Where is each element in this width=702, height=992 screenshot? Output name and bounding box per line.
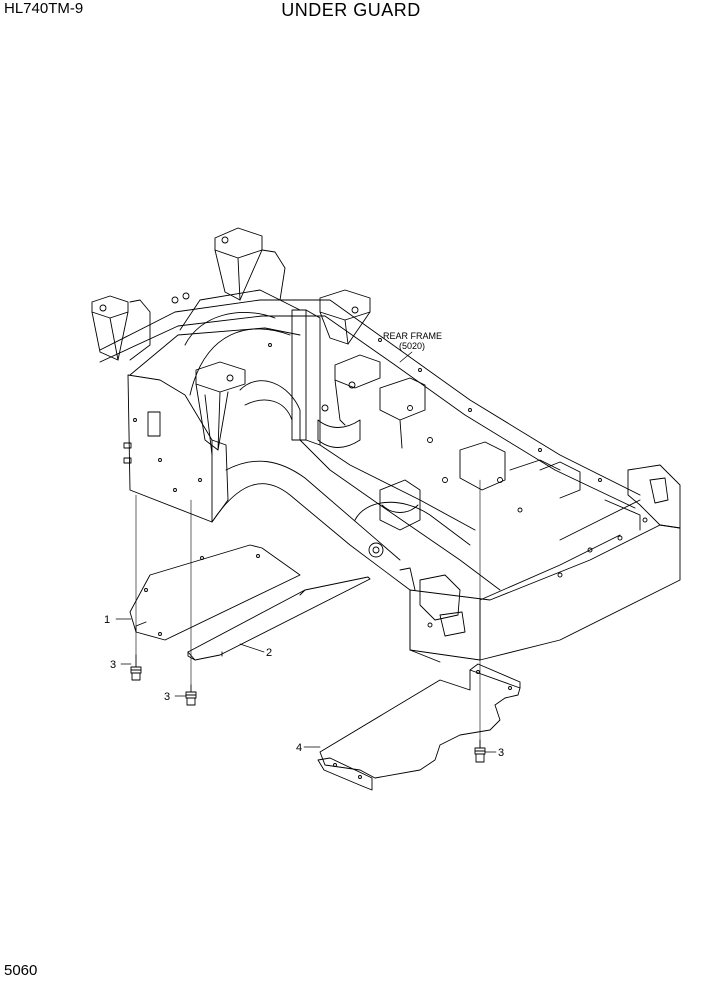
callout-part-4: 4 (296, 742, 302, 754)
part-1-guard-plate (129, 544, 301, 641)
frame-holes (99, 236, 648, 628)
callout-leaders (115, 618, 497, 753)
page-number: 5060 (4, 962, 38, 979)
part-3-bolt-a (130, 654, 142, 681)
callout-part-1: 1 (104, 614, 110, 626)
page-title: UNDER GUARD (281, 0, 421, 20)
part-3-bolt-b (185, 684, 197, 706)
callout-part-2: 2 (266, 647, 272, 659)
callout-part-3b: 3 (164, 691, 170, 703)
rear-frame-code: (5020) (399, 341, 425, 351)
part-3-bolt-c (474, 739, 486, 763)
model-number: HL740TM-9 (4, 0, 84, 17)
rear-frame-label: REAR FRAME (383, 331, 442, 341)
callout-part-3c: 3 (498, 747, 504, 759)
rear-frame (91, 227, 681, 663)
part-2-strip-guard (187, 576, 371, 661)
callout-part-3a: 3 (110, 659, 116, 671)
part-4-rear-guard-plate (317, 663, 521, 791)
